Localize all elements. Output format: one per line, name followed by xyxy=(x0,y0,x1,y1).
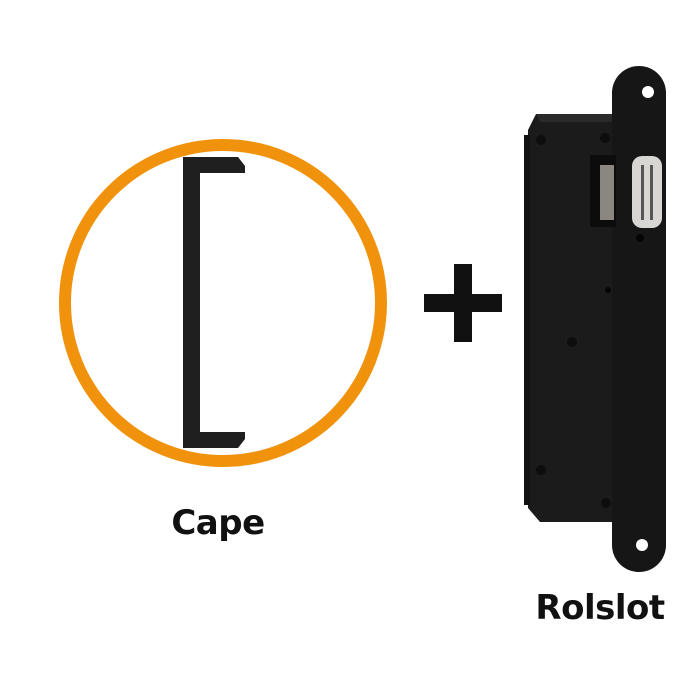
cape-handle-icon xyxy=(183,157,245,448)
cape-label: Cape xyxy=(171,503,265,543)
orange-ring xyxy=(59,139,387,467)
roller-lock-icon xyxy=(524,66,666,572)
rolslot-label: Rolslot xyxy=(535,588,665,628)
plus-icon xyxy=(424,264,502,342)
